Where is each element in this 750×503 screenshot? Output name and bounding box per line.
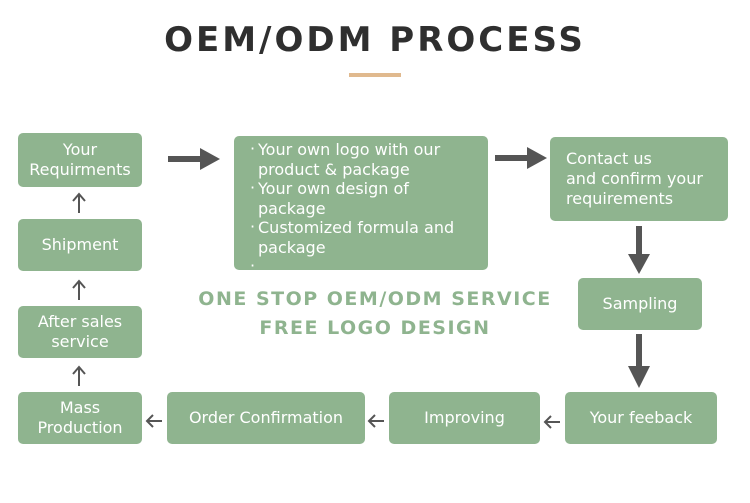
arrow-right-icon (168, 148, 220, 170)
arrow-up-icon (72, 365, 86, 386)
arrow-left-icon (367, 414, 384, 428)
step-sampling: Sampling (578, 278, 702, 330)
slogan-line-1: ONE STOP OEM/ODM SERVICE (198, 288, 552, 310)
bullet-item: Your own design of package (250, 178, 478, 218)
step-shipment: Shipment (18, 219, 142, 271)
arrow-right-icon (495, 147, 547, 169)
step-your-requirements: Your Requirments (18, 133, 142, 187)
step-your-feedback: Your feeback (565, 392, 717, 444)
step-after-sales-service: After sales service (18, 306, 142, 358)
arrow-up-icon (72, 279, 86, 300)
page-title: OEM/ODM PROCESS (164, 20, 586, 60)
arrow-left-icon (543, 415, 560, 429)
step-improving: Improving (389, 392, 540, 444)
arrow-left-icon (145, 414, 162, 428)
bullet-item: Your own logo with our product & package (250, 139, 478, 179)
arrow-up-icon (72, 192, 86, 213)
step-contact-us: Contact us and confirm your requirements (550, 137, 728, 221)
arrow-down-icon (628, 226, 650, 274)
slogan-line-2: FREE LOGO DESIGN (259, 317, 491, 339)
bullet-item: ... (250, 256, 478, 270)
step-customization-options: Your own logo with our product & package… (234, 136, 488, 270)
step-mass-production: Mass Production (18, 392, 142, 444)
bullet-item: Customized formula and package (250, 217, 478, 257)
step-order-confirmation: Order Confirmation (167, 392, 365, 444)
title-underline (349, 73, 401, 77)
arrow-down-icon (628, 334, 650, 388)
